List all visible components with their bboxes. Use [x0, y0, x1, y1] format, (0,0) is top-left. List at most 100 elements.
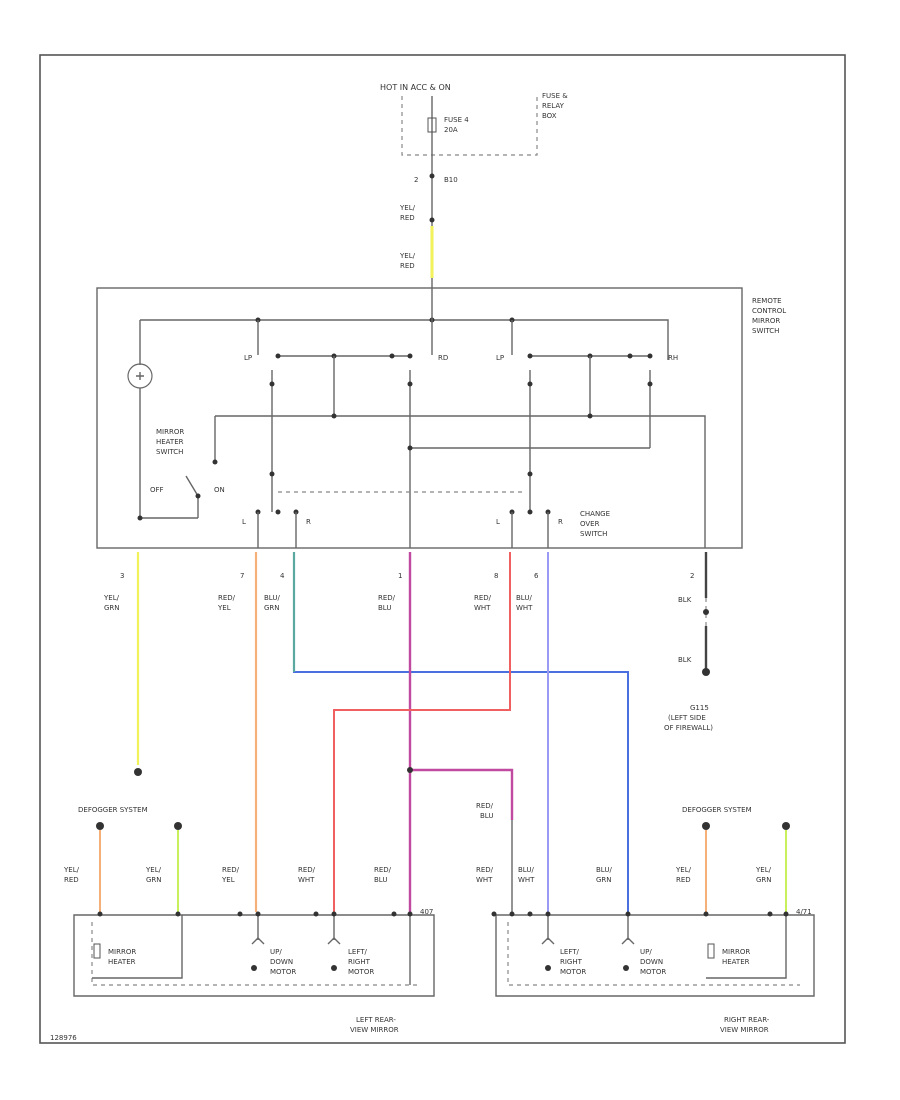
svg-text:RED/: RED/ — [298, 866, 316, 874]
left-rear-view-mirror: YEL/ RED YEL/ GRN RED/ YEL RED/ WHT RED/… — [63, 866, 435, 1034]
w-redwht-wire — [333, 552, 511, 912]
svg-text:YEL/: YEL/ — [755, 866, 772, 874]
svg-text:RED/: RED/ — [374, 866, 392, 874]
svg-text:DOWN: DOWN — [270, 958, 293, 966]
w-blugrn-wire — [293, 552, 629, 912]
right-rear-view-mirror: RED/ WHT BLU/ WHT BLU/ GRN YEL/ RED YEL/… — [476, 820, 815, 1034]
svg-text:GRN: GRN — [104, 604, 120, 612]
svg-text:DOWN: DOWN — [640, 958, 663, 966]
svg-text:SWITCH: SWITCH — [580, 530, 607, 538]
svg-text:VIEW MIRROR: VIEW MIRROR — [720, 1026, 769, 1034]
svg-text:YEL/: YEL/ — [145, 866, 162, 874]
svg-text:R: R — [306, 518, 311, 526]
svg-text:7: 7 — [240, 572, 244, 580]
svg-text:DEFOGGER SYSTEM: DEFOGGER SYSTEM — [682, 806, 752, 814]
heater-on-label: ON — [214, 486, 225, 494]
svg-text:LEFT/: LEFT/ — [560, 948, 580, 956]
svg-text:GRN: GRN — [596, 876, 612, 884]
svg-text:3: 3 — [120, 572, 124, 580]
svg-text:WHT: WHT — [518, 876, 535, 884]
svg-text:MIRROR: MIRROR — [156, 428, 184, 436]
svg-text:RED/: RED/ — [476, 802, 494, 810]
svg-text:20A: 20A — [444, 126, 458, 134]
svg-text:8: 8 — [494, 572, 498, 580]
hot-label: HOT IN ACC & ON — [380, 83, 451, 92]
svg-text:RIGHT: RIGHT — [560, 958, 583, 966]
svg-text:HEATER: HEATER — [108, 958, 136, 966]
svg-text:SWITCH: SWITCH — [156, 448, 183, 456]
svg-text:MOTOR: MOTOR — [640, 968, 666, 976]
svg-text:WHT: WHT — [474, 604, 491, 612]
svg-text:YEL/: YEL/ — [675, 866, 692, 874]
svg-text:RED/: RED/ — [378, 594, 396, 602]
svg-text:WHT: WHT — [476, 876, 493, 884]
colored-wires: BLK G115 (LEFT SIDE OF FIREWALL) — [134, 552, 713, 912]
svg-text:LP: LP — [496, 354, 504, 362]
defogger-feeds: DEFOGGER SYSTEM DEFOGGER SYSTEM RED/ BLU — [78, 802, 790, 912]
svg-text:L: L — [496, 518, 500, 526]
svg-text:YEL/: YEL/ — [63, 866, 80, 874]
svg-text:BLU/: BLU/ — [264, 594, 280, 602]
svg-text:R: R — [558, 518, 563, 526]
svg-text:RIGHT REAR-: RIGHT REAR- — [724, 1016, 770, 1024]
svg-text:MIRROR: MIRROR — [752, 317, 780, 325]
svg-text:GRN: GRN — [264, 604, 280, 612]
svg-text:BLU: BLU — [480, 812, 493, 820]
diagram-border — [39, 54, 846, 1044]
svg-text:L: L — [242, 518, 246, 526]
svg-text:CHANGE: CHANGE — [580, 510, 610, 518]
svg-text:BLU/: BLU/ — [596, 866, 612, 874]
svg-text:DEFOGGER SYSTEM: DEFOGGER SYSTEM — [78, 806, 148, 814]
svg-text:GRN: GRN — [756, 876, 772, 884]
svg-text:BLU/: BLU/ — [516, 594, 532, 602]
svg-text:WHT: WHT — [298, 876, 315, 884]
svg-text:OVER: OVER — [580, 520, 600, 528]
svg-text:GRN: GRN — [146, 876, 162, 884]
svg-text:YEL/: YEL/ — [103, 594, 120, 602]
svg-text:MOTOR: MOTOR — [348, 968, 374, 976]
svg-text:BLU: BLU — [374, 876, 387, 884]
svg-text:RED: RED — [400, 214, 415, 222]
power-feed: HOT IN ACC & ON FUSE & RELAY BOX FUSE 4 … — [380, 83, 568, 290]
svg-text:MIRROR: MIRROR — [108, 948, 136, 956]
svg-text:RED/: RED/ — [476, 866, 494, 874]
heater-off-label: OFF — [150, 486, 164, 494]
fuse-symbol — [427, 117, 437, 133]
fuse-label: FUSE 4 — [444, 116, 469, 124]
switch-body — [96, 287, 743, 549]
svg-text:MIRROR: MIRROR — [722, 948, 750, 956]
svg-text:1: 1 — [398, 572, 402, 580]
svg-text:UP/: UP/ — [640, 948, 652, 956]
switch-connector: 3 YEL/ GRN 7 RED/ YEL 4 BLU/ GRN 1 RED/ … — [103, 572, 694, 612]
svg-text:YEL: YEL — [217, 604, 231, 612]
svg-text:VIEW MIRROR: VIEW MIRROR — [350, 1026, 399, 1034]
svg-text:4: 4 — [280, 572, 285, 580]
svg-text:6: 6 — [534, 572, 539, 580]
ground-name: G115 — [690, 704, 709, 712]
w-redblu-wire — [408, 552, 514, 912]
svg-text:RED/: RED/ — [222, 866, 240, 874]
svg-text:LEFT/: LEFT/ — [348, 948, 368, 956]
svg-text:RIGHT: RIGHT — [348, 958, 371, 966]
svg-text:LP: LP — [244, 354, 252, 362]
svg-text:RD: RD — [438, 354, 448, 362]
svg-text:BLU: BLU — [378, 604, 391, 612]
figure-id: 128976 — [50, 1034, 77, 1042]
svg-text:BLK: BLK — [678, 656, 692, 664]
svg-text:RELAY: RELAY — [542, 102, 565, 110]
svg-text:RED/: RED/ — [474, 594, 492, 602]
svg-text:RED: RED — [400, 262, 415, 270]
remote-control-mirror-switch: REMOTE CONTROL MIRROR SWITCH LP RD LP RH — [96, 287, 786, 549]
svg-text:REMOTE: REMOTE — [752, 297, 782, 305]
svg-text:YEL/: YEL/ — [399, 252, 416, 260]
svg-text:YEL: YEL — [221, 876, 235, 884]
svg-text:RH: RH — [668, 354, 678, 362]
svg-text:SWITCH: SWITCH — [752, 327, 779, 335]
svg-text:4/71: 4/71 — [796, 908, 812, 916]
svg-text:2: 2 — [690, 572, 694, 580]
pin-b10: B10 — [444, 176, 458, 184]
svg-text:YEL/: YEL/ — [399, 204, 416, 212]
svg-text:MOTOR: MOTOR — [560, 968, 586, 976]
svg-text:HEATER: HEATER — [156, 438, 184, 446]
